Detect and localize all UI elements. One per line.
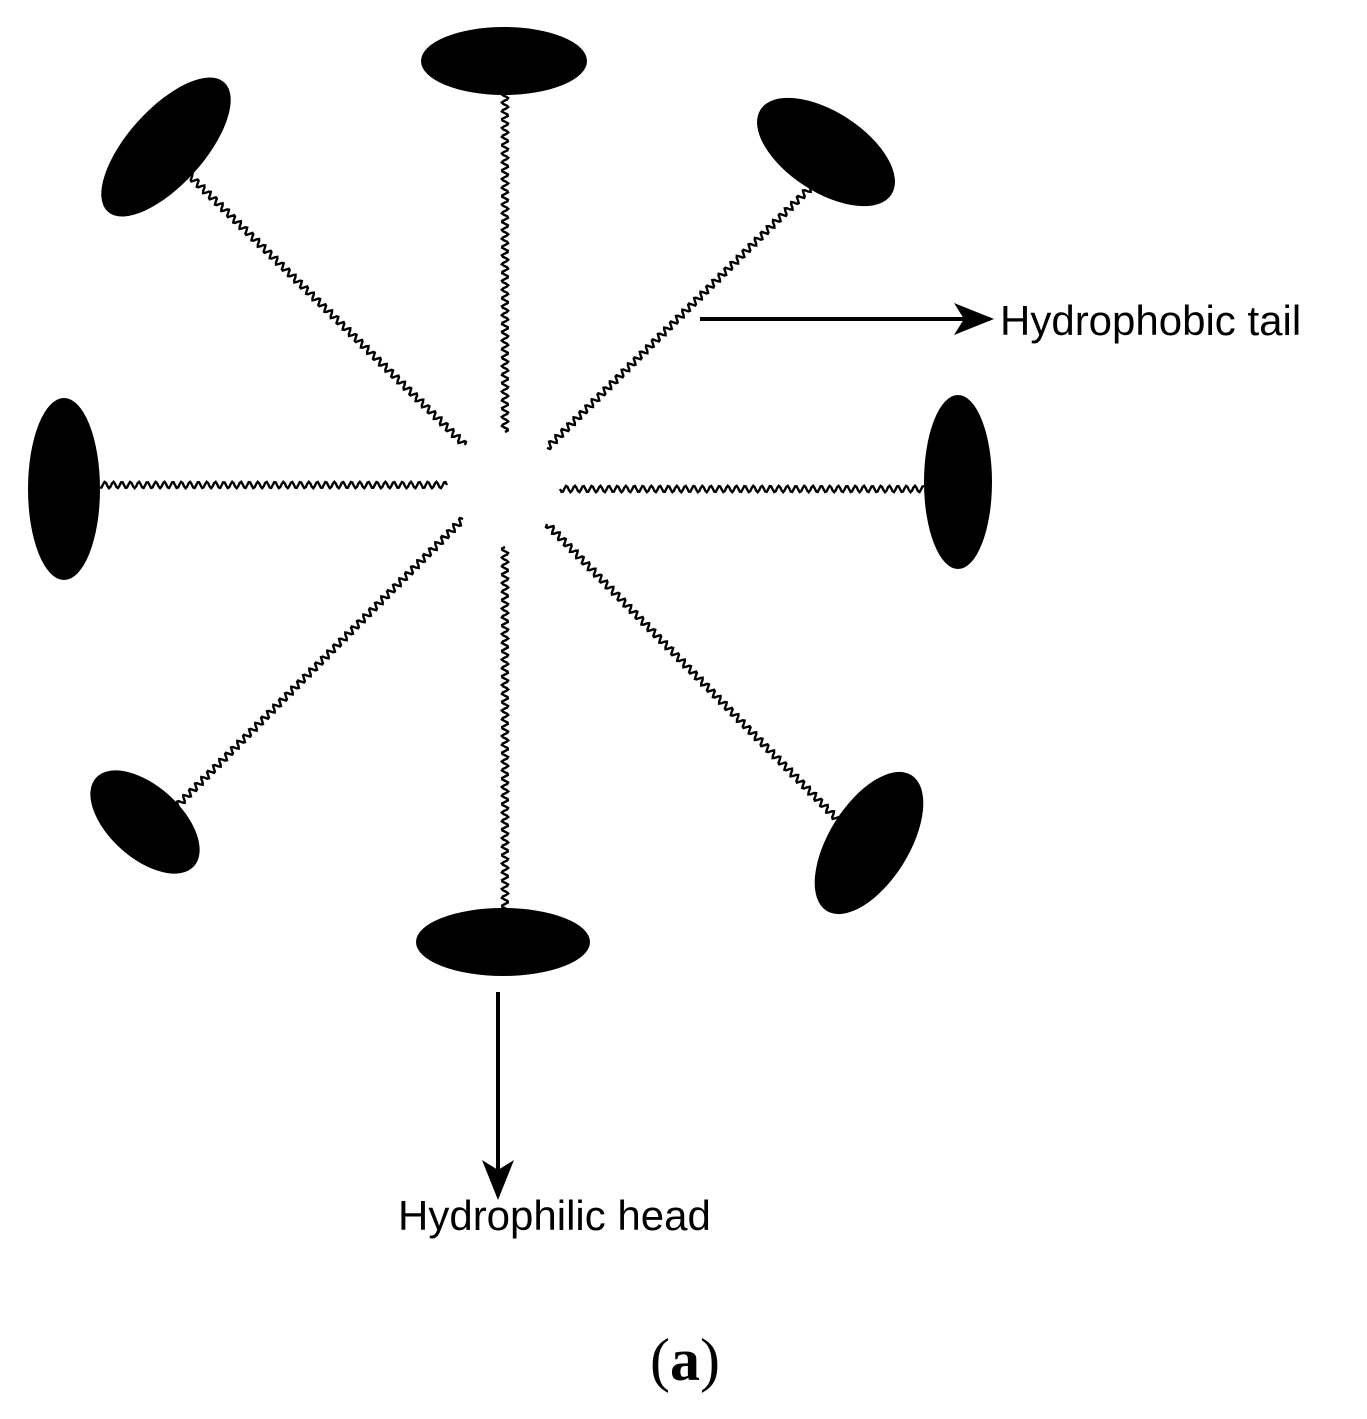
tail-bottom: [499, 545, 511, 912]
tail-top-right: [546, 177, 819, 451]
head-bottom-right: [814, 771, 924, 915]
hydrophobic-tail-label: Hydrophobic tail: [1000, 297, 1301, 344]
head-bottom: [416, 908, 590, 976]
hydrophobic-tails: [99, 90, 925, 912]
panel-open-paren: (: [650, 1327, 670, 1393]
tail-top-left: [183, 172, 468, 446]
tail-bottom-right: [544, 523, 841, 821]
head-top: [421, 27, 587, 95]
hydrophilic-head-label: Hydrophilic head: [398, 1192, 711, 1239]
tail-left: [99, 479, 449, 491]
panel-close-paren: ): [700, 1327, 720, 1393]
head-top-left: [101, 77, 231, 217]
tail-top: [499, 90, 511, 434]
tail-bottom-left: [174, 516, 464, 811]
hydrophilic-heads: [28, 27, 992, 976]
head-top-right: [757, 97, 895, 207]
tail-right: [558, 483, 925, 495]
panel-letter: a: [670, 1327, 700, 1393]
head-left: [28, 398, 100, 580]
panel-label: (a): [650, 1327, 720, 1393]
head-bottom-left: [90, 770, 200, 874]
head-right: [924, 395, 992, 569]
